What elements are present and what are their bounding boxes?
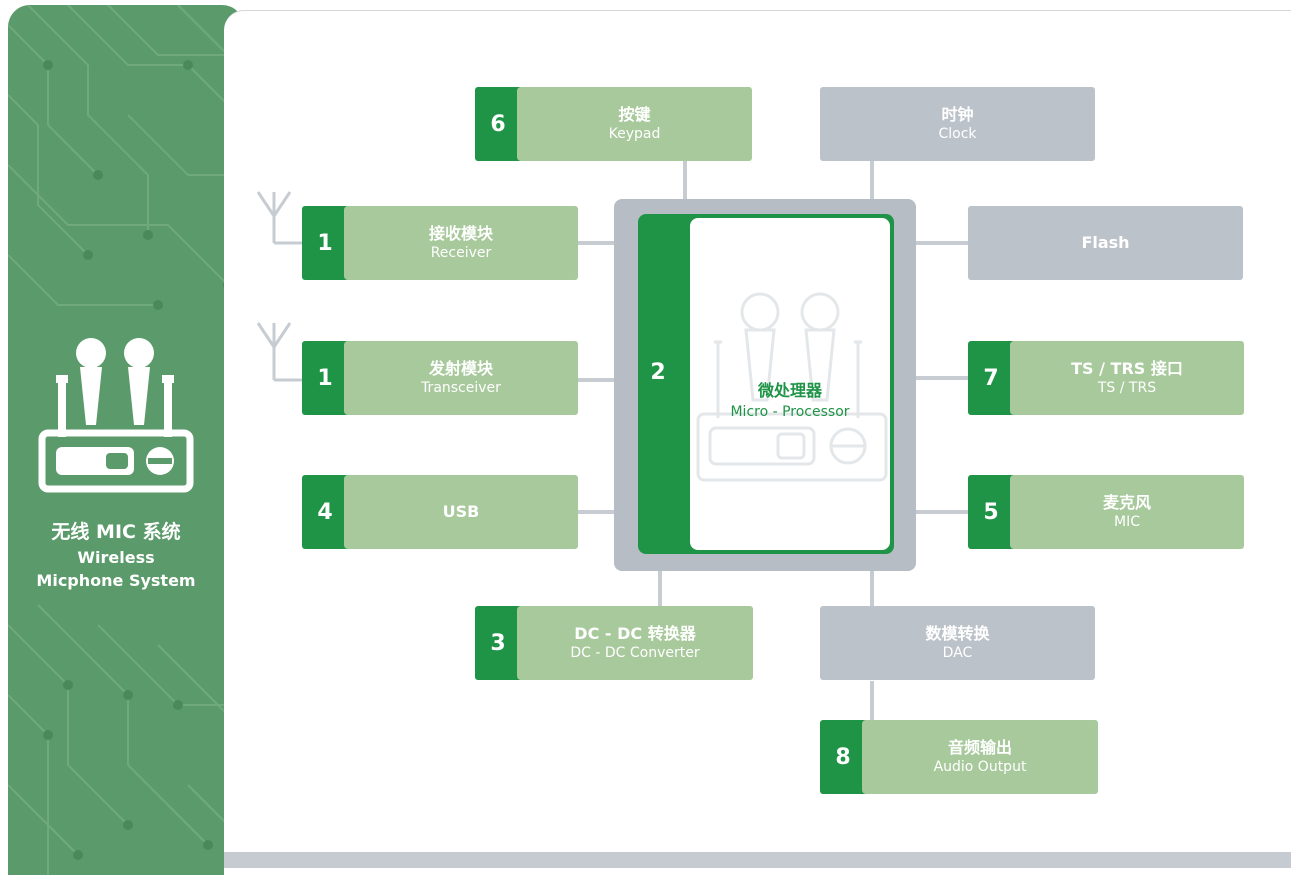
block-label-en: Keypad [608,126,661,143]
block-label-en: Clock [938,126,977,143]
wireless-mic-icon [38,338,194,493]
block-number: 3 [475,606,521,680]
block-number: 4 [302,475,348,549]
audio-output-block: 8 音频输出 Audio Output [820,720,1098,794]
sidebar-panel: 无线 MIC 系统 Wireless Micphone System [8,5,244,875]
block-label-zh: 麦克风 [1102,492,1151,512]
block-label-zh: 按键 [618,104,651,124]
processor-number: 2 [650,360,666,385]
block-label-en: Transceiver [421,380,501,397]
block-number: 7 [968,341,1014,415]
sidebar-title-zh: 无线 MIC 系统 [51,521,181,543]
dac-block: 数模转换 DAC [820,606,1095,680]
block-number: 8 [820,720,866,794]
sidebar-title-en-line2: Micphone System [36,571,196,590]
clock-block: 时钟 Clock [820,87,1095,161]
block-label-en: MIC [1114,514,1140,531]
keypad-block: 6 按键 Keypad [475,87,752,161]
transceiver-block: 1 发射模块 Transceiver [302,341,578,415]
block-label-en: DAC [942,645,973,662]
block-number: 6 [475,87,521,161]
circuit-pattern-decoration [8,5,244,875]
ts-trs-block: 7 TS / TRS 接口 TS / TRS [968,341,1244,415]
block-label-zh: 数模转换 [925,623,990,643]
antenna-icon [256,322,302,382]
dcdc-block: 3 DC - DC 转换器 DC - DC Converter [475,606,753,680]
usb-block: 4 USB [302,475,578,549]
antenna-icon [256,191,302,245]
block-label-zh: 接收模块 [428,223,493,243]
block-label-zh: DC - DC 转换器 [574,623,696,643]
block-label: USB [442,502,480,522]
processor-label-en: Micro - Processor [730,404,850,420]
receiver-block: 1 接收模块 Receiver [302,206,578,280]
block-label: Flash [1081,233,1130,253]
block-label-en: TS / TRS [1097,380,1157,397]
block-label-en: Receiver [430,245,492,262]
block-label-zh: 音频输出 [947,737,1012,757]
block-number: 1 [302,206,348,280]
sidebar-title-en-line1: Wireless [77,548,155,567]
block-number: 5 [968,475,1014,549]
block-label-en: DC - DC Converter [570,645,700,662]
flash-block: Flash [968,206,1243,280]
block-label-zh: TS / TRS 接口 [1071,358,1183,378]
mic-block: 5 麦克风 MIC [968,475,1244,549]
block-label-zh: 时钟 [941,104,974,124]
wireless-mic-watermark-icon [696,292,888,482]
block-label-en: Audio Output [933,759,1027,776]
block-label-zh: 发射模块 [428,358,493,378]
processor-label-zh: 微处理器 [757,381,822,400]
bottom-bar [224,852,1291,868]
block-number: 1 [302,341,348,415]
